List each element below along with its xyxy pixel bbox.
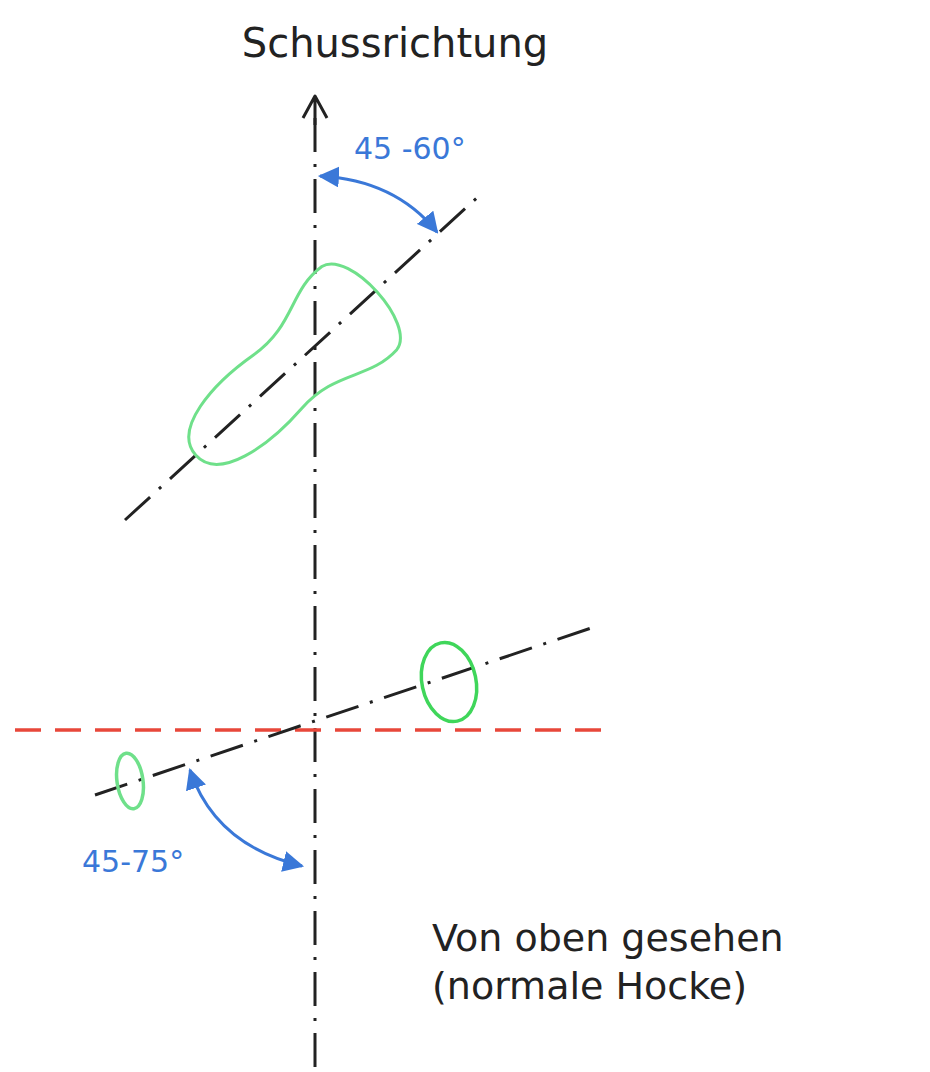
- rear-axis-line: [95, 625, 600, 795]
- angle-label: 45 -60°: [352, 130, 468, 168]
- knee-mark: [414, 637, 483, 726]
- angle-arc: [190, 770, 302, 866]
- axis-line: [314, 118, 317, 1072]
- reference-line: [15, 728, 612, 732]
- view-caption: Von oben gesehen (normale Hocke): [432, 915, 912, 1010]
- heel-mark: [113, 751, 147, 810]
- direction-title: Schussrichtung: [242, 18, 548, 68]
- axis-arrowhead: [303, 96, 327, 125]
- angle-arc: [320, 176, 437, 232]
- foot-axis-line: [125, 195, 480, 520]
- front-foot: [158, 250, 415, 497]
- angle-label: 45-75°: [80, 843, 186, 881]
